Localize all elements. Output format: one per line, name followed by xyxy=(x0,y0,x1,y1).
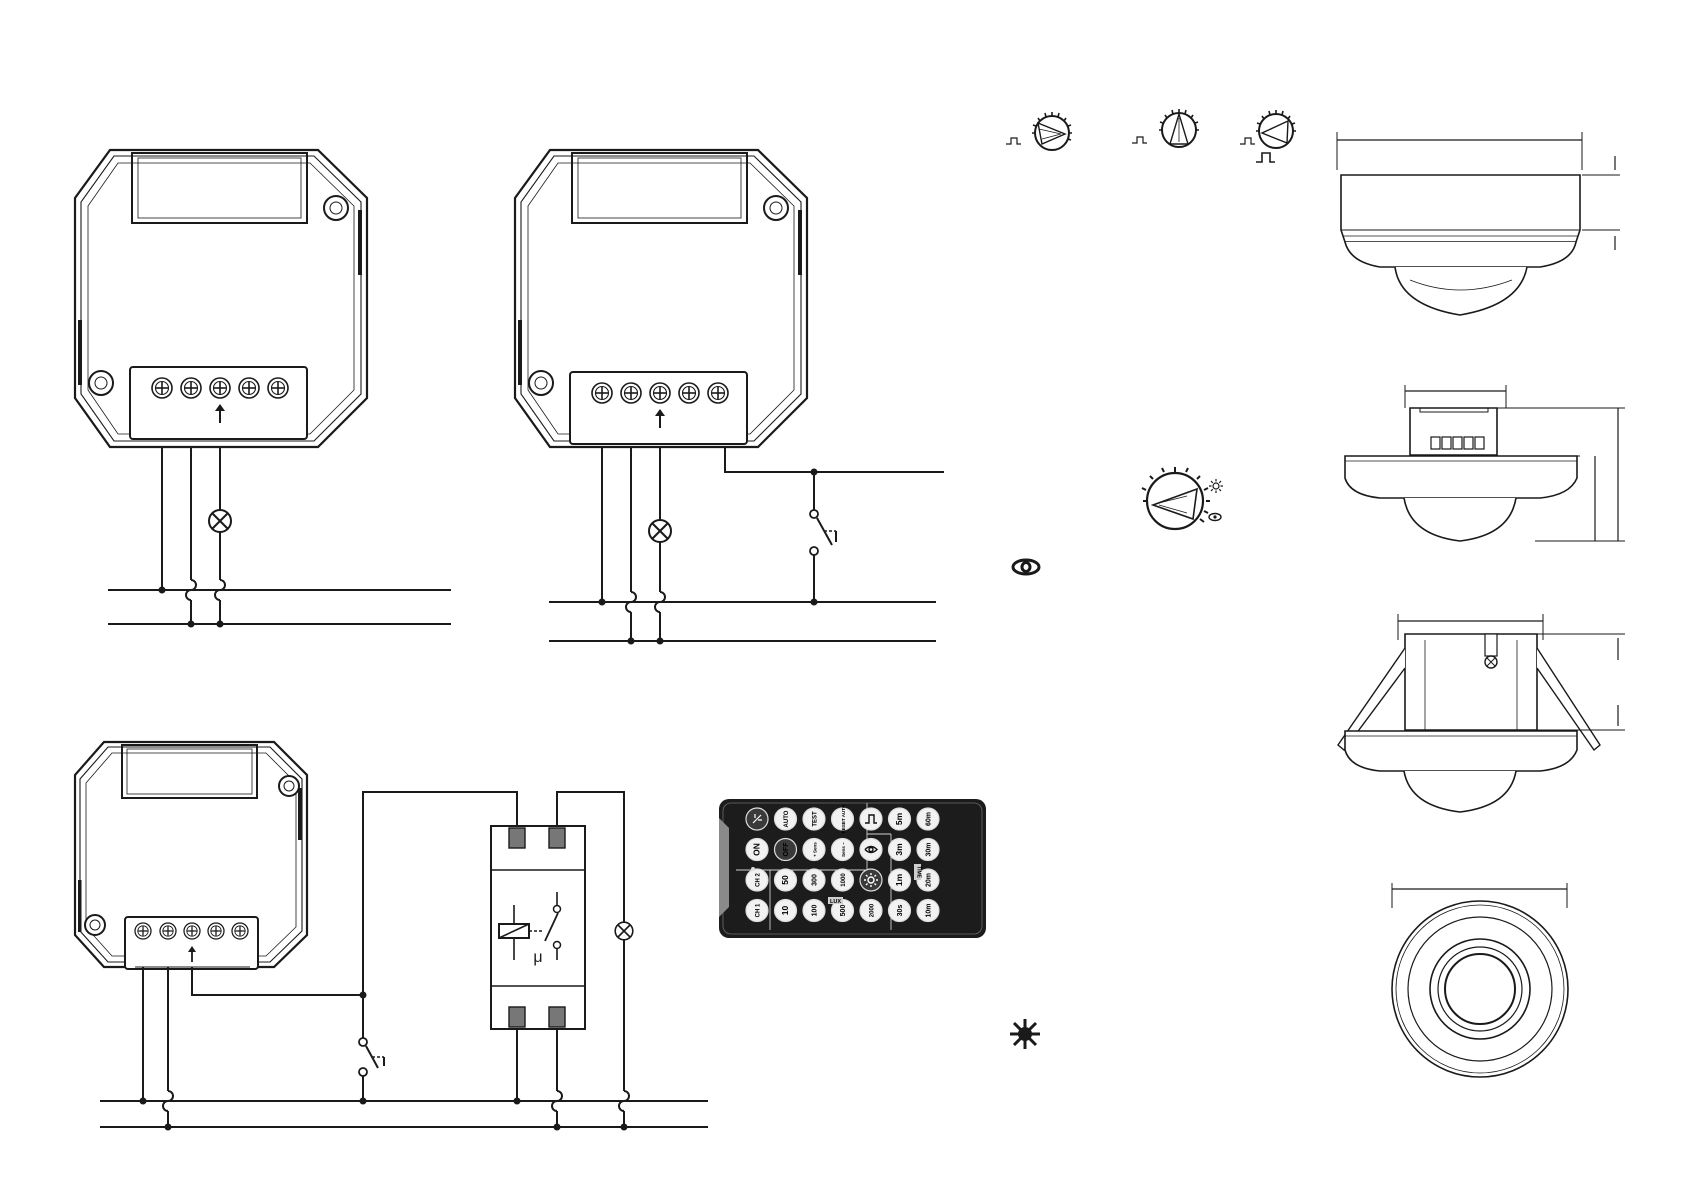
sensor-view-surface-side xyxy=(1337,132,1620,315)
remote-button-label: 60m xyxy=(926,812,933,826)
remote-button-t30s[interactable]: 30s xyxy=(889,900,911,922)
remote-button-t1m[interactable]: 1m xyxy=(889,869,911,891)
remote-button-label: ON xyxy=(752,843,762,856)
remote-button-ch1[interactable]: CH 1 xyxy=(746,900,768,922)
remote-button-label: AUTO xyxy=(784,810,790,827)
remote-button-l300[interactable]: 300 xyxy=(803,869,825,891)
remote-button-label: CH 1 xyxy=(756,903,762,917)
module-a-wiring xyxy=(75,150,451,628)
remote-button-off[interactable]: OFF xyxy=(775,839,797,861)
remote-button-label: + Sens xyxy=(813,842,818,857)
sensor-outline-views xyxy=(1337,132,1625,1077)
remote-button-label: 300 xyxy=(812,874,819,886)
remote-button-l50[interactable]: 50 xyxy=(775,869,797,891)
remote-button-label: 500 xyxy=(840,905,847,917)
remote-button-eye[interactable] xyxy=(860,839,882,861)
remote-led xyxy=(751,867,755,871)
remote-button-label: 3m xyxy=(894,843,904,856)
remote-button-t60m[interactable]: 60m xyxy=(917,808,939,830)
remote-button-sun[interactable] xyxy=(860,869,882,891)
dial-pulse-left xyxy=(1006,112,1072,150)
remote-button-label: OFF xyxy=(783,842,790,857)
sensor-view-with-terminals xyxy=(1345,385,1625,541)
remote-button-t5m[interactable]: 5m xyxy=(889,808,911,830)
remote-time-tag: TIME xyxy=(916,866,922,879)
remote-button-l10[interactable]: 10 xyxy=(775,900,797,922)
remote-button-l2000[interactable]: 2000 xyxy=(860,900,882,922)
remote-button-label: 10 xyxy=(780,906,790,916)
relay-mu-symbol: μ xyxy=(533,949,542,966)
remote-button-t10m[interactable]: 10m xyxy=(917,900,939,922)
remote-button-label: 1m xyxy=(894,873,904,886)
remote-button-label: 1000 xyxy=(841,873,847,887)
remote-button-label: CH 2 xyxy=(756,873,762,887)
sun-symbol-icon xyxy=(1010,1019,1040,1049)
remote-button-label: Sens − xyxy=(841,842,846,857)
remote-lux-tag: LUX xyxy=(830,899,841,905)
remote-button-pulse[interactable] xyxy=(860,808,882,830)
remote-button-label: 50 xyxy=(780,875,790,885)
remote-button-on[interactable]: ON xyxy=(746,839,768,861)
remote-button-label: TEST xyxy=(813,811,819,827)
remote-button-test[interactable]: TEST xyxy=(803,808,825,830)
dial-lux xyxy=(1142,467,1223,529)
remote-button-sens_minus[interactable]: Sens − xyxy=(832,839,854,861)
remote-button-label: 5m xyxy=(894,812,904,825)
module-c-wiring: μ xyxy=(75,742,708,1131)
relay: μ xyxy=(491,826,585,1029)
dial-settings xyxy=(1006,109,1296,529)
dial-pulse-right xyxy=(1240,110,1296,162)
eye-symbol-icon xyxy=(1013,560,1039,574)
remote-button-auto[interactable]: AUTO xyxy=(775,808,797,830)
sensor-view-front xyxy=(1392,883,1568,1077)
sensor-view-flush-mount xyxy=(1338,614,1625,812)
remote-button-label: 30s xyxy=(897,905,904,917)
remote-button-label: 2000 xyxy=(870,903,876,917)
remote-button-label: 30m xyxy=(926,842,933,856)
remote-button-t3m[interactable]: 3m xyxy=(889,839,911,861)
module-c-housing xyxy=(75,742,307,969)
module-b-housing xyxy=(515,150,807,447)
remote-button-manual[interactable] xyxy=(746,808,768,830)
module-a-housing xyxy=(75,150,367,447)
remote-button-label: 100 xyxy=(812,905,819,917)
module-b-wiring xyxy=(515,150,944,645)
eye-small-icon xyxy=(1209,514,1221,521)
remote-button-label: RESET AUTO xyxy=(841,804,846,833)
remote-button-label: 10m xyxy=(926,903,933,917)
remote-button-label: 20m xyxy=(926,873,933,887)
dial-pulse-middle xyxy=(1132,109,1199,147)
remote-button-l1000[interactable]: 1000 xyxy=(832,869,854,891)
remote-button-t30m[interactable]: 30m xyxy=(917,839,939,861)
remote-button-ch2[interactable]: CH 2 xyxy=(746,869,768,891)
sun-small-icon xyxy=(1209,479,1223,493)
remote-button-l100[interactable]: 100 xyxy=(803,900,825,922)
remote-button-sens_plus[interactable]: + Sens xyxy=(803,839,825,861)
